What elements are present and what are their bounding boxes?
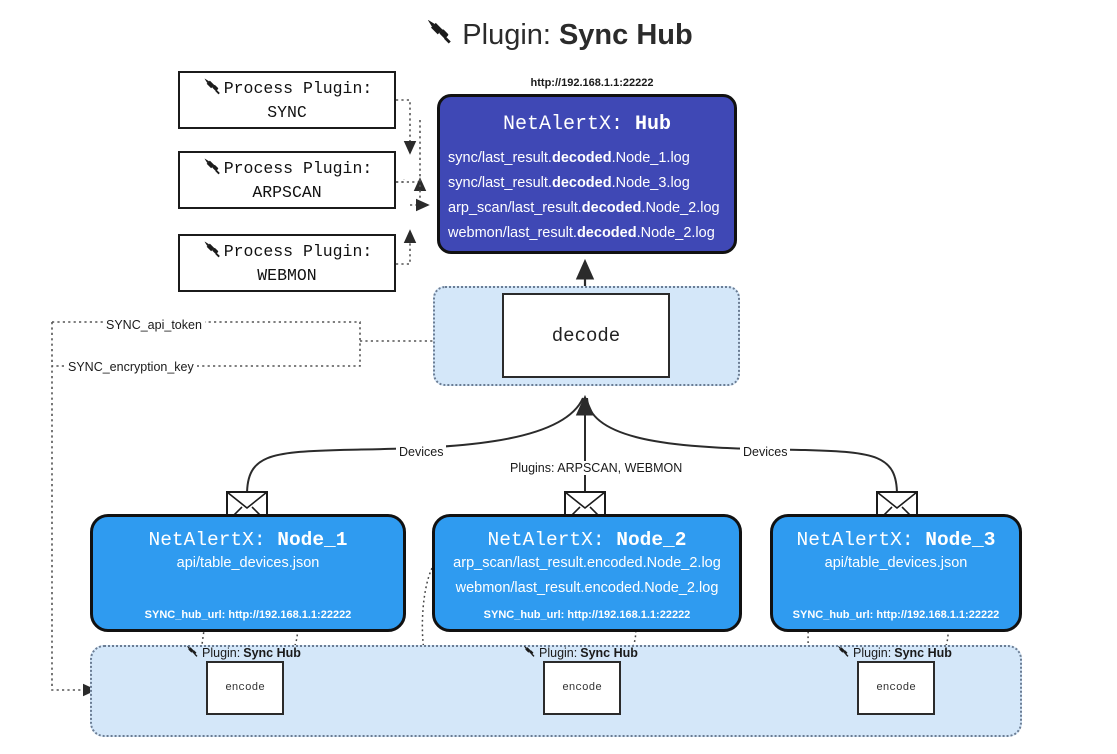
node-line: api/table_devices.json: [824, 555, 968, 571]
plug-icon: [202, 76, 222, 103]
process-plugin-label: Process Plugin:: [223, 242, 373, 262]
process-plugin-label: Process Plugin:: [223, 159, 373, 179]
edge-sync-to-hub-1: [396, 99, 417, 155]
node-footer: SYNC_hub_url: http://192.168.1.1:22222: [144, 609, 352, 621]
hub-log-row: sync/last_result.decoded.Node_1.log: [448, 146, 734, 171]
hub-title-prefix: NetAlertX:: [502, 113, 623, 136]
node-footer: SYNC_hub_url: http://192.168.1.1:22222: [792, 609, 1000, 621]
log-pre: arp_scan/last_result.: [448, 200, 582, 216]
hub-log-row: arp_scan/last_result.decoded.Node_2.log: [448, 196, 734, 221]
title-prefix: Plugin:: [462, 18, 551, 51]
log-post: .Node_2.log: [641, 200, 720, 216]
encoder-plugin-prefix: Plugin:: [539, 645, 578, 660]
page-title: Plugin: Sync Hub: [0, 16, 1117, 54]
log-mid: decoded: [576, 225, 637, 241]
log-pre: sync/last_result.: [448, 150, 552, 166]
process-plugin-value: ARPSCAN: [252, 183, 322, 202]
node-title: NetAlertX: Node_1: [93, 529, 403, 551]
decode-box[interactable]: decode: [502, 293, 670, 378]
encoder-plugin-prefix: Plugin:: [853, 645, 892, 660]
title-name: Sync Hub: [558, 18, 693, 51]
label-sync-encryption-key: SYNC_encryption_key: [65, 360, 197, 374]
node-title-prefix: NetAlertX:: [796, 529, 914, 551]
process-plugin-sync[interactable]: Process Plugin: SYNC: [178, 71, 396, 129]
hub-log-row: webmon/last_result.decoded.Node_2.log: [448, 221, 734, 246]
hub-title: NetAlertX: Hub: [440, 113, 734, 136]
node-title-name: Node_2: [616, 529, 687, 551]
hub-log-list: sync/last_result.decoded.Node_1.log sync…: [440, 146, 734, 246]
log-pre: webmon/last_result.: [448, 225, 577, 241]
node-title-name: Node_3: [925, 529, 996, 551]
node-3[interactable]: NetAlertX: Node_3 api/table_devices.json…: [770, 514, 1022, 632]
log-mid: decoded: [551, 150, 612, 166]
edge-secrets-to-band: [51, 322, 97, 697]
node-title: NetAlertX: Node_3: [773, 529, 1019, 551]
hub-log-row: sync/last_result.decoded.Node_3.log: [448, 171, 734, 196]
plug-icon: [424, 16, 454, 54]
encode-box-1[interactable]: encode: [206, 661, 284, 715]
hub-title-name: Hub: [635, 113, 672, 136]
label-plugins: Plugins: ARPSCAN, WEBMON: [507, 461, 686, 475]
label-devices-right: Devices: [740, 445, 791, 459]
encode-box-2[interactable]: encode: [543, 661, 621, 715]
log-post: .Node_3.log: [611, 175, 690, 191]
plug-icon: [522, 644, 536, 661]
encoder-plugin-name: Sync Hub: [580, 645, 638, 660]
node-line: api/table_devices.json: [176, 555, 320, 571]
node-1[interactable]: NetAlertX: Node_1 api/table_devices.json…: [90, 514, 406, 632]
plug-icon: [836, 644, 850, 661]
process-plugin-label: Process Plugin:: [223, 79, 373, 99]
label-devices-left: Devices: [396, 445, 447, 459]
node-2[interactable]: NetAlertX: Node_2 arp_scan/last_result.e…: [432, 514, 742, 632]
log-pre: sync/last_result.: [448, 175, 552, 191]
edge-arpscan-stub: [396, 179, 405, 183]
encoder-plugin-name: Sync Hub: [243, 645, 301, 660]
log-post: .Node_1.log: [611, 150, 690, 166]
encode-box-3[interactable]: encode: [857, 661, 935, 715]
encoder-plugin-label: Plugin: Sync Hub: [522, 644, 638, 661]
edge-sync-to-hub-2: [396, 177, 427, 191]
edge-webmon-to-hub: [396, 229, 417, 265]
encoder-plugin-label: Plugin: Sync Hub: [836, 644, 952, 661]
encoder-plugin-prefix: Plugin:: [202, 645, 241, 660]
process-plugin-value: SYNC: [267, 103, 307, 122]
node-title-prefix: NetAlertX:: [148, 529, 266, 551]
process-plugin-arpscan[interactable]: Process Plugin: ARPSCAN: [178, 151, 396, 209]
process-plugin-webmon[interactable]: Process Plugin: WEBMON: [178, 234, 396, 292]
node-line: webmon/last_result.encoded.Node_2.log: [455, 580, 719, 596]
node-line: arp_scan/last_result.encoded.Node_2.log: [453, 555, 721, 571]
log-mid: decoded: [581, 200, 642, 216]
hub-url-label: http://192.168.1.1:22222: [530, 77, 654, 89]
plug-icon: [202, 156, 222, 183]
node-footer: SYNC_hub_url: http://192.168.1.1:22222: [483, 609, 691, 621]
node-title-name: Node_1: [277, 529, 348, 551]
log-post: .Node_2.log: [636, 225, 715, 241]
plug-icon: [202, 239, 222, 266]
node-title-prefix: NetAlertX:: [487, 529, 605, 551]
hub-node[interactable]: NetAlertX: Hub sync/last_result.decoded.…: [437, 94, 737, 254]
plug-icon: [185, 644, 199, 661]
label-sync-api-token: SYNC_api_token: [103, 318, 205, 332]
log-mid: decoded: [551, 175, 612, 191]
process-plugin-value: WEBMON: [257, 266, 317, 285]
node-title: NetAlertX: Node_2: [435, 529, 739, 551]
encoder-plugin-label: Plugin: Sync Hub: [185, 644, 301, 661]
encoder-plugin-name: Sync Hub: [894, 645, 952, 660]
